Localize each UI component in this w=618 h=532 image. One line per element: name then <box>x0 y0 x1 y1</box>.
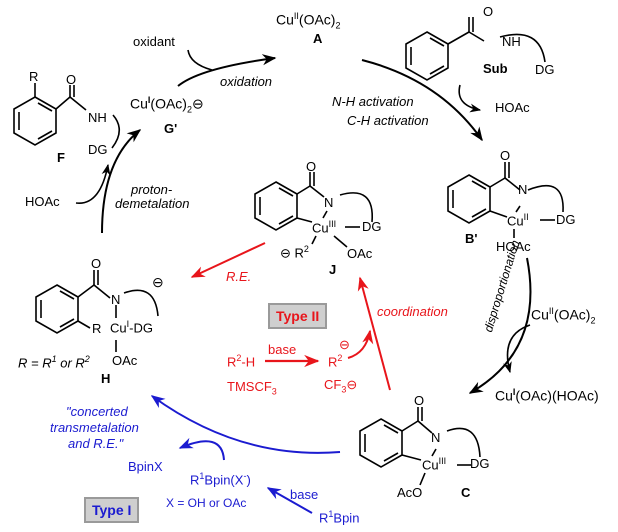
g-prime-formula: CuI(OAc)2⊖ <box>130 95 204 115</box>
f-dg: DG <box>88 142 108 157</box>
hoac-out-label: HOAc <box>495 100 530 115</box>
arrow-base-blue <box>266 487 313 514</box>
cf3-anion: CF3⊖ <box>324 377 358 395</box>
tmscf3-label: TMSCF3 <box>227 379 277 397</box>
h-r-definition: R = R1 or R2 <box>18 354 90 371</box>
arrow-activation <box>361 59 483 142</box>
c-label: C <box>461 485 471 500</box>
bprime-o: O <box>500 148 511 163</box>
h-n: N <box>111 292 121 307</box>
ch-activation-label: C-H activation <box>347 113 429 128</box>
r2h-label: R2-H <box>227 353 256 370</box>
j-n: N <box>324 195 334 210</box>
cu2-in-formula: CuII(OAc)2 <box>531 306 596 326</box>
concerted-line-1: "concerted <box>66 404 128 419</box>
arrow-demetalation <box>101 129 142 234</box>
h-ligand: OAc <box>112 353 138 368</box>
x-definition: X = OH or OAc <box>166 496 247 510</box>
bprime-dg: DG <box>556 212 576 227</box>
re-red-label: R.E. <box>226 269 252 284</box>
j-r2: ⊖ R2 <box>280 244 309 261</box>
cu1-out-formula: CuI(OAc)(HOAc) <box>495 387 599 404</box>
base-blue-label: base <box>290 487 319 502</box>
r2-charge: ⊖ <box>339 337 350 352</box>
r1bpin-label: R1Bpin <box>319 509 360 526</box>
nh-activation-label: N-H activation <box>332 94 414 109</box>
arrow-re-red <box>190 242 266 278</box>
c-cu: CuIII <box>422 456 447 473</box>
arrow-bpinx-out <box>178 437 225 461</box>
h-structure <box>35 270 159 352</box>
c-structure <box>359 407 481 486</box>
r2-anion: R2 <box>328 353 343 370</box>
species-a-formula: CuII(OAc)2 <box>276 11 341 31</box>
sub-nh: NH <box>502 34 521 49</box>
bprime-label: B' <box>465 231 478 246</box>
concerted-line-2: transmetalation <box>50 420 139 435</box>
oxidation-label: oxidation <box>220 74 273 89</box>
f-nh: NH <box>88 110 107 125</box>
h-r: R <box>92 321 102 336</box>
j-label: J <box>329 262 337 277</box>
bprime-cu: CuII <box>507 212 529 229</box>
b-prime-structure <box>447 162 564 238</box>
arrow-hoac-in <box>75 163 111 204</box>
arrow-coordination <box>357 276 391 391</box>
f-structure <box>13 83 121 149</box>
r1bpinx-label: R1Bpin(X-) <box>190 471 251 488</box>
j-o: O <box>306 159 317 174</box>
g-prime-label: G' <box>164 121 178 136</box>
bpinx-label: BpinX <box>128 459 163 474</box>
j-ligand: OAc <box>347 246 373 261</box>
arrow-hoac-out <box>458 84 482 113</box>
sub-dg: DG <box>535 62 555 77</box>
c-n: N <box>431 430 441 445</box>
arrow-oxidant-in <box>187 49 213 71</box>
arrow-cu1-out <box>503 324 531 374</box>
species-a-label: A <box>313 31 323 46</box>
c-o: O <box>414 393 425 408</box>
j-structure <box>254 172 373 248</box>
concerted-line-3: and R.E." <box>68 436 124 451</box>
f-r: R <box>29 69 39 84</box>
type-i-box: Type I <box>84 497 140 523</box>
sub-structure <box>405 17 546 81</box>
arrow-disproportionation <box>468 257 532 394</box>
h-charge: ⊖ <box>152 274 164 290</box>
bprime-n: N <box>518 182 528 197</box>
sub-label: Sub <box>483 61 508 76</box>
proton-label-1: proton- <box>131 182 173 197</box>
arrow-oxidation <box>177 54 277 87</box>
base-red-label: base <box>268 342 297 357</box>
c-ligand: AcO <box>397 485 423 500</box>
coordination-label: coordination <box>377 304 448 319</box>
proton-label-2: demetalation <box>115 196 190 211</box>
bprime-ligand: HOAc <box>496 239 531 254</box>
arrow-transmetalation <box>150 395 341 454</box>
f-o: O <box>66 72 77 87</box>
c-dg: DG <box>470 456 490 471</box>
h-o: O <box>91 256 102 271</box>
h-cu: CuI-DG <box>110 319 153 336</box>
type-ii-box: Type II <box>268 303 328 329</box>
arrow-r2-to-coord <box>347 329 374 359</box>
oxidant-label: oxidant <box>133 34 175 49</box>
h-label: H <box>101 371 111 386</box>
sub-o: O <box>483 4 494 19</box>
hoac-in-label: HOAc <box>25 194 60 209</box>
f-label: F <box>57 150 65 165</box>
j-cu: CuIII <box>312 219 337 236</box>
j-dg: DG <box>362 219 382 234</box>
